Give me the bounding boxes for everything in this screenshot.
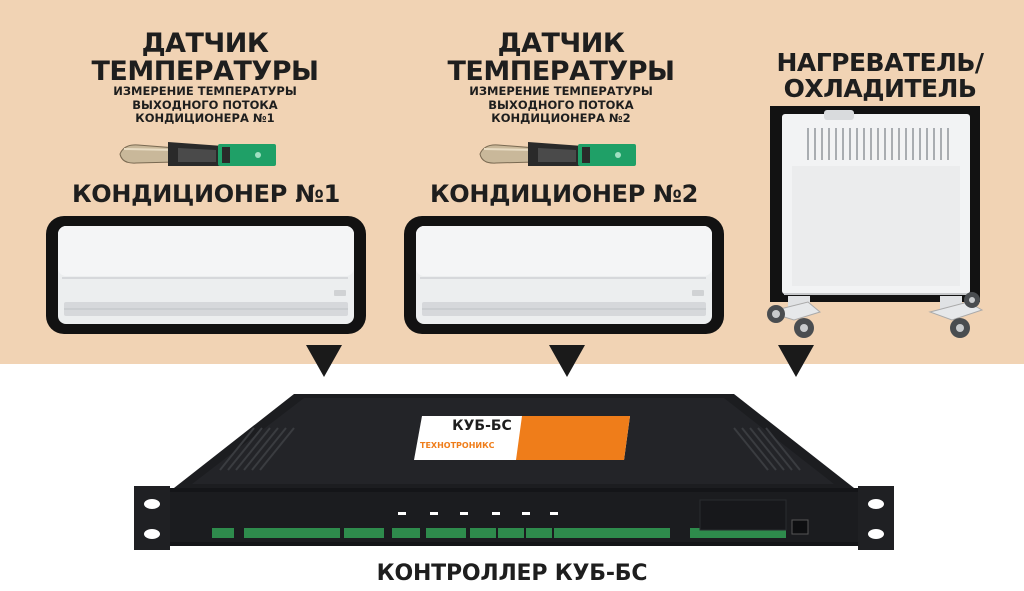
sensor-1-title-line2: ТЕМПЕРАТУРЫ — [91, 55, 319, 87]
heater-title-line2: ОХЛАДИТЕЛЬ — [783, 73, 977, 103]
arrow-down-icon — [549, 345, 585, 377]
sensor-1-title-line1: ДАТЧИК — [141, 28, 269, 59]
sensor-1-title: ДАТЧИК ТЕМПЕРАТУРЫ — [60, 30, 350, 85]
arrow-down-icon — [306, 345, 342, 377]
sensor-2-title-line2: ТЕМПЕРАТУРЫ — [447, 55, 675, 87]
sensor-2-desc-line2: ВЫХОДНОГО ПОТОКА — [488, 97, 634, 112]
sensor-2-desc-line1: ИЗМЕРЕНИЕ ТЕМПЕРАТУРЫ — [469, 84, 653, 98]
controller-brand-text: ТЕХНОТРОНИКС — [420, 441, 495, 450]
heater-title: НАГРЕВАТЕЛЬ/ ОХЛАДИТЕЛЬ — [745, 50, 1015, 101]
heater-title-line1: НАГРЕВАТЕЛЬ/ — [776, 48, 984, 77]
temperature-sensor-2-image — [479, 142, 636, 166]
sensor-1-description: ИЗМЕРЕНИЕ ТЕМПЕРАТУРЫ ВЫХОДНОГО ПОТОКА К… — [60, 84, 350, 126]
controller-label-text: КУБ-БС — [452, 418, 512, 434]
temperature-sensor-1-image — [119, 142, 276, 166]
sensor-2-description: ИЗМЕРЕНИЕ ТЕМПЕРАТУРЫ ВЫХОДНОГО ПОТОКА К… — [416, 84, 706, 126]
arrow-down-icon — [778, 345, 814, 377]
sensor-1-desc-line3: КОНДИЦИОНЕРА №1 — [135, 111, 275, 126]
air-conditioner-1-image — [46, 216, 366, 334]
sensor-2-desc-line3: КОНДИЦИОНЕРА №2 — [491, 111, 631, 126]
controller-caption: КОНТРОЛЛЕР КУБ-БС — [376, 561, 648, 586]
air-conditioner-2-image — [404, 216, 724, 334]
sensor-2-title-line1: ДАТЧИК — [497, 28, 625, 59]
controller-device-image — [134, 394, 894, 550]
air-conditioner-1-title: КОНДИЦИОНЕР №1 — [71, 180, 341, 208]
sensor-2-title: ДАТЧИК ТЕМПЕРАТУРЫ — [416, 30, 706, 85]
sensor-1-desc-line1: ИЗМЕРЕНИЕ ТЕМПЕРАТУРЫ — [113, 84, 297, 98]
air-conditioner-2-title: КОНДИЦИОНЕР №2 — [429, 180, 699, 208]
heater-cooler-image — [766, 106, 984, 338]
sensor-1-desc-line2: ВЫХОДНОГО ПОТОКА — [132, 97, 278, 112]
